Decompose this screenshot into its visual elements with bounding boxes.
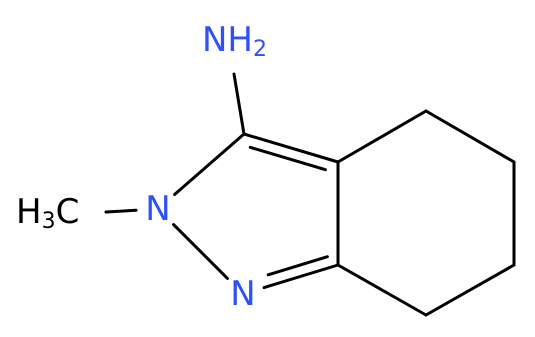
bond-layer — [104, 72, 516, 317]
bond-c4-c5 — [424, 109, 516, 164]
bond-c3a-c4 — [336, 109, 428, 164]
atom-label-methyl: H3C — [16, 192, 79, 234]
bond-c3-c3a — [242, 132, 340, 164]
bond-c7-c7a — [336, 263, 428, 317]
bond-n2-n1 — [172, 223, 229, 280]
atom-label-nh2: NH2 — [202, 20, 267, 62]
bond-n1-c7a-second-line — [266, 255, 329, 277]
atom-label-n2: N — [145, 189, 170, 229]
bond-c6-c7 — [424, 263, 516, 317]
bond-c3-n2 — [173, 132, 246, 197]
bond-nh2-c3 — [232, 72, 246, 136]
atom-label-n1: N — [230, 274, 255, 314]
bond-n2-ch3 — [104, 208, 138, 214]
bond-c3-c3a-second-line — [248, 145, 327, 172]
atom-label-layer: NH2 N N H3C — [16, 20, 267, 314]
bond-n1-c7a — [262, 263, 340, 290]
